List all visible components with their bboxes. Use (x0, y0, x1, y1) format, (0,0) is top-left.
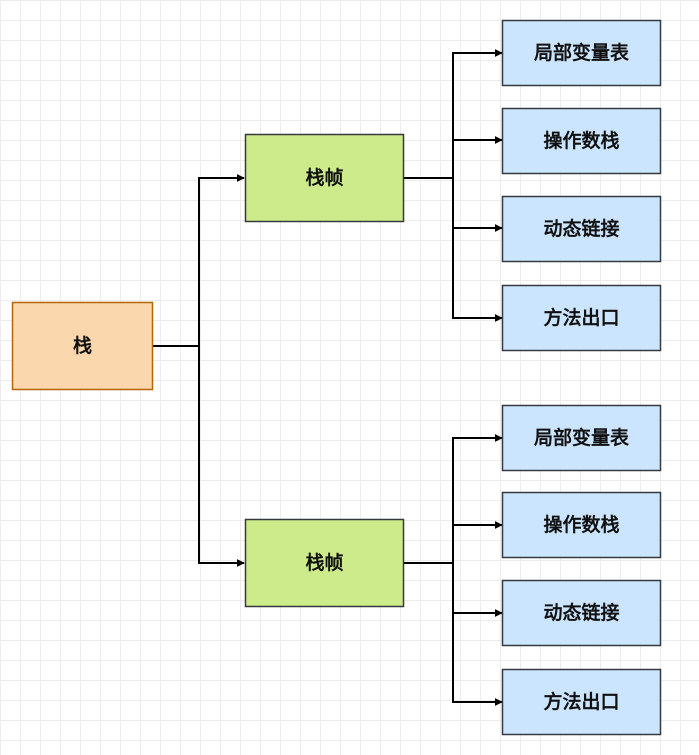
frame-node-1-box (244, 133, 405, 223)
frame-2-operand-stack[interactable]: 操作数栈 (501, 491, 662, 559)
frame-node-1[interactable]: 栈帧 (244, 133, 405, 223)
item-label: 动态链接 (543, 217, 619, 240)
frame-1-connectors (404, 49, 503, 322)
edge-frame-1-item-1 (452, 49, 503, 178)
edge-frame-2-item-1 (452, 434, 503, 563)
item-label: 动态链接 (543, 601, 619, 624)
item-box (501, 107, 662, 175)
item-label: 操作数栈 (543, 513, 619, 536)
stack-node-box (11, 301, 154, 391)
frame-node-2[interactable]: 栈帧 (244, 518, 405, 608)
item-box (501, 668, 662, 736)
stack-node-label: 栈 (73, 334, 92, 357)
edge-root-to-frame-1 (153, 174, 245, 347)
item-box (501, 491, 662, 559)
item-label: 方法出口 (543, 306, 619, 329)
frame-1-method-exit[interactable]: 方法出口 (501, 284, 662, 352)
item-box (501, 579, 662, 647)
frame-2-local-variable-table[interactable]: 局部变量表 (501, 404, 662, 472)
edge-frame-1-item-4 (452, 178, 503, 322)
item-label: 操作数栈 (543, 129, 619, 152)
frame-node-2-box (244, 518, 405, 608)
item-label: 方法出口 (543, 690, 619, 713)
item-box (501, 19, 662, 87)
frame-1-local-variable-table[interactable]: 局部变量表 (501, 19, 662, 87)
root-connectors (153, 174, 245, 567)
frame-node-1-label: 栈帧 (305, 166, 343, 189)
stack-node[interactable]: 栈 (11, 301, 154, 391)
item-label: 局部变量表 (534, 426, 630, 449)
frame-2-dynamic-linking[interactable]: 动态链接 (501, 579, 662, 647)
frame-2-method-exit[interactable]: 方法出口 (501, 668, 662, 736)
edge-frame-2-item-4 (452, 563, 503, 706)
frame-2-connectors (404, 434, 503, 706)
item-box (501, 284, 662, 352)
item-box (501, 195, 662, 263)
item-label: 局部变量表 (534, 41, 630, 64)
frame-1-operand-stack[interactable]: 操作数栈 (501, 107, 662, 175)
edge-root-to-frame-2 (198, 346, 245, 567)
frame-1-dynamic-linking[interactable]: 动态链接 (501, 195, 662, 263)
item-box (501, 404, 662, 472)
frame-node-2-label: 栈帧 (305, 551, 343, 574)
